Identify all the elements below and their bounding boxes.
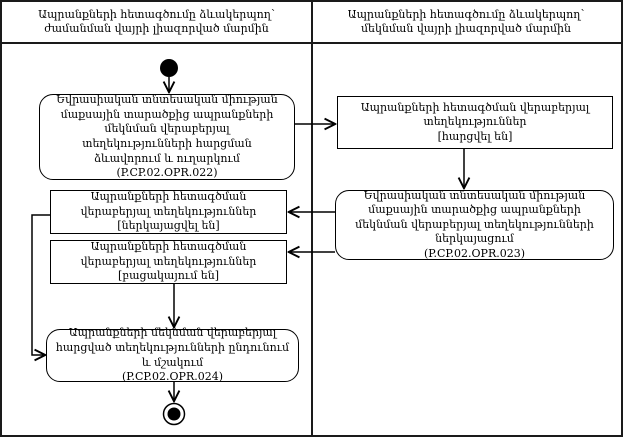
object-info-presented-text: Ապրանքների հետագծման վերաբերյալ տեղեկութ… <box>80 190 257 218</box>
object-info-absent: Ապրանքների հետագծման վերաբերյալ տեղեկութ… <box>50 240 287 284</box>
object-info-absent-state: [բացակայում են] <box>118 269 219 283</box>
activity-opr022: Եվրասիական տնտեսական միության մաքսային տ… <box>39 93 295 180</box>
object-info-absent-text: Ապրանքների հետագծման վերաբերյալ տեղեկութ… <box>80 240 257 268</box>
lane-header-row: Ապրանքների հետագծումը ձևակերպող՝ ժամանմա… <box>2 2 621 44</box>
lane-title-left: Ապրանքների հետագծումը ձևակերպող՝ ժամանմա… <box>38 7 275 35</box>
activity-opr023-text: Եվրասիական տնտեսական միության մաքսային տ… <box>355 188 594 246</box>
activity-opr023-code: (P.CP.02.OPR.023) <box>423 246 526 260</box>
edge-info-presented-to-opr024 <box>31 214 50 355</box>
activity-opr022-code: (P.CP.02.OPR.022) <box>116 166 218 180</box>
activity-opr024-code: (P.CP.02.OPR.024) <box>121 370 224 384</box>
object-info-requested: Ապրանքների հետագծման վերաբերյալ տեղեկութ… <box>337 96 613 149</box>
object-info-requested-state: [հարցվել են] <box>437 129 513 143</box>
lane-divider <box>311 2 313 435</box>
lane-title-right: Ապրանքների հետագծումը ձևակերպող՝ մեկնման… <box>347 7 585 35</box>
activity-opr022-text: Եվրասիական տնտեսական միության մաքսային տ… <box>56 93 278 165</box>
activity-opr024-text: Ապրանքների մեկնման վերաբերյալ հարցված տե… <box>55 326 290 369</box>
object-info-requested-text: Ապրանքների հետագծման վերաբերյալ տեղեկութ… <box>360 100 590 129</box>
final-node-ring <box>162 402 186 426</box>
object-info-presented-state: [ներկայացվել են] <box>117 219 220 233</box>
initial-node <box>160 59 178 77</box>
lane-header-left: Ապրանքների հետագծումը ձևակերպող՝ ժամանմա… <box>2 2 311 42</box>
activity-opr023: Եվրասիական տնտեսական միության մաքսային տ… <box>335 188 614 260</box>
lane-header-right: Ապրանքների հետագծումը ձևակերպող՝ մեկնման… <box>311 2 621 42</box>
activity-opr024: Ապրանքների մեկնման վերաբերյալ հարցված տե… <box>46 326 299 384</box>
final-node <box>167 407 181 421</box>
object-info-presented: Ապրանքների հետագծման վերաբերյալ տեղեկութ… <box>50 190 287 234</box>
